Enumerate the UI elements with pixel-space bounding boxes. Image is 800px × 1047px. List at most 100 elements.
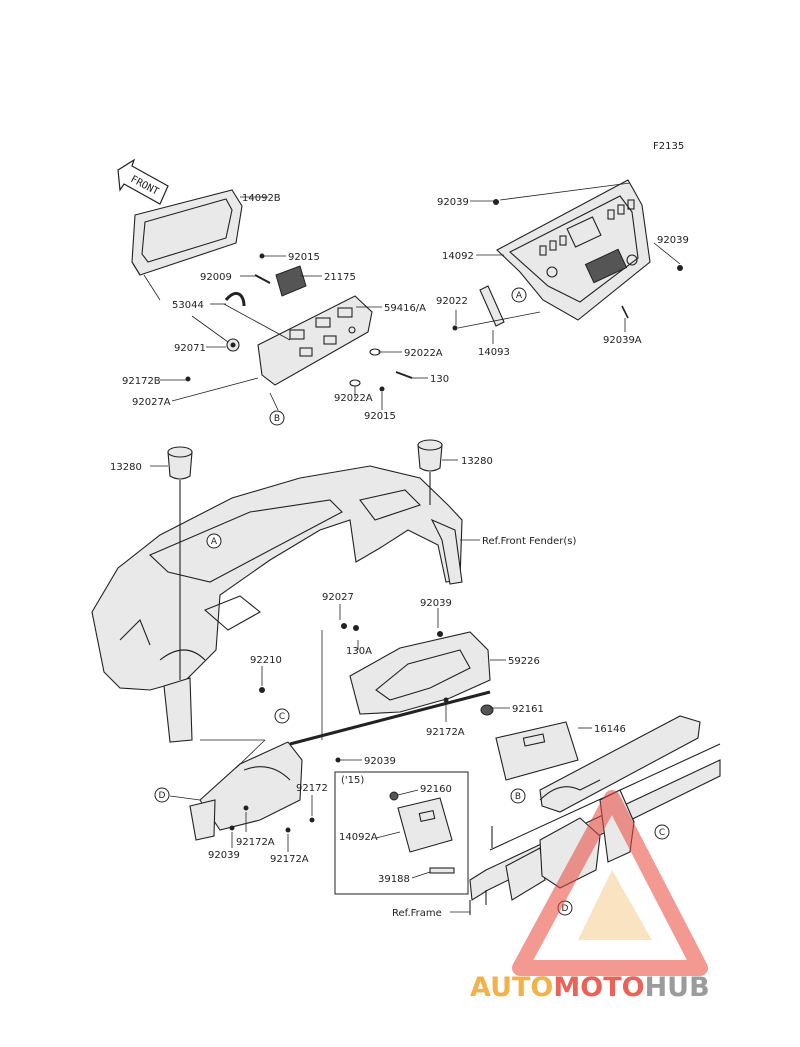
watermark-logo: AUTOMOTOHUB — [470, 790, 710, 1003]
label-92027A: 92027A — [132, 397, 171, 408]
nut-92022-icon — [452, 325, 458, 331]
label-92015: 92015 — [364, 411, 396, 422]
label-92039: 92039 — [657, 235, 689, 246]
lower-panel-c — [189, 741, 303, 841]
callout-a — [511, 287, 527, 303]
triangle-logo-icon — [512, 790, 708, 976]
label-14093: 14093 — [478, 347, 510, 358]
screw-92172A-icon — [243, 805, 249, 811]
screw-92172B-icon — [185, 376, 191, 382]
label-14092A: 14092A — [339, 832, 378, 843]
screw-92015-icon — [259, 253, 265, 259]
label-92022A: 92022A — [404, 348, 443, 359]
label-16146: 16146 — [594, 724, 626, 735]
label-53044: 53044 — [172, 300, 204, 311]
callout-d — [154, 787, 170, 803]
label-92039: 92039 — [364, 756, 396, 767]
bar-lower — [289, 690, 491, 746]
label-14092B: 14092B — [242, 193, 281, 204]
svg-text:D: D — [159, 791, 166, 801]
figure-code: F2135 — [653, 141, 684, 152]
label-92039: 92039 — [420, 598, 452, 609]
label-92027: 92027 — [322, 592, 354, 603]
logo-text-hub: HUB — [645, 972, 710, 1003]
screw-92039-icon — [335, 757, 341, 763]
cover-59226 — [349, 631, 491, 715]
bolt-130-icon — [395, 371, 413, 379]
label-92022A: 92022A — [334, 393, 373, 404]
label-13280: 13280 — [110, 462, 142, 473]
label-130: 130 — [430, 374, 449, 385]
screw-92009-icon — [254, 274, 271, 284]
label-ref-frame: Ref.Frame — [392, 908, 442, 919]
svg-text:D: D — [562, 904, 569, 914]
screw-92039-icon — [677, 265, 683, 271]
label-21175: 21175 — [324, 272, 356, 283]
leaders-upper-left — [143, 196, 428, 411]
trim-14093 — [479, 285, 505, 327]
label-59416: 59416/A — [384, 303, 426, 314]
label-14092: 14092 — [442, 251, 474, 262]
grommet-92161-icon — [480, 704, 494, 716]
instrument-panel-14092 — [496, 179, 651, 321]
bracket-14092B — [131, 189, 243, 276]
callout-a — [206, 533, 222, 549]
screw-130A-icon — [353, 625, 359, 631]
label-92210: 92210 — [250, 655, 282, 666]
label-92172A: 92172A — [236, 837, 275, 848]
screw-92172A-icon — [285, 827, 291, 833]
screw-92172-icon — [309, 817, 315, 823]
label-92172B: 92172B — [122, 376, 161, 387]
label-59226: 59226 — [508, 656, 540, 667]
label-130A: 130A — [346, 646, 372, 657]
label-92039: 92039 — [437, 197, 469, 208]
label-13280: 13280 — [461, 456, 493, 467]
svg-text:A: A — [516, 291, 523, 301]
variant-inset-box: ('15) 92160 14092A 39188 — [334, 771, 469, 895]
label-ref-front-fender: Ref.Front Fender(s) — [482, 536, 577, 547]
callout-b — [510, 788, 526, 804]
label-92071: 92071 — [174, 343, 206, 354]
clip-92210-icon — [259, 687, 265, 693]
front-arrow-icon: FRONT — [117, 158, 169, 205]
label-92039A: 92039A — [603, 335, 642, 346]
label-92172A: 92172A — [426, 727, 465, 738]
leaders-lower — [169, 604, 592, 852]
label-92022: 92022 — [436, 296, 468, 307]
screw-92039-icon — [493, 199, 499, 205]
screw-92172A-icon — [443, 697, 449, 703]
label-92172A: 92172A — [270, 854, 309, 865]
label-92161: 92161 — [512, 704, 544, 715]
svg-text:C: C — [279, 712, 285, 722]
screw-92039-icon — [437, 631, 443, 637]
label-92160: 92160 — [420, 784, 452, 795]
leaders-middle — [150, 459, 480, 541]
cup-holder-13280 — [167, 446, 193, 480]
washer-92022A-icon — [349, 379, 361, 387]
relay-21175 — [275, 265, 307, 297]
label-92172: 92172 — [296, 783, 328, 794]
svg-text:AUTOMOTOHUB: AUTOMOTOHUB — [470, 972, 710, 1003]
dashboard-body — [91, 465, 463, 743]
cup-holder-13280 — [417, 439, 443, 472]
label-92039: 92039 — [208, 850, 240, 861]
screw-92039-icon — [229, 825, 235, 831]
label-92015: 92015 — [288, 252, 320, 263]
label-39188: 39188 — [378, 874, 410, 885]
svg-text:B: B — [515, 792, 521, 802]
lid-16146 — [495, 721, 579, 781]
nut-92015-icon — [379, 386, 385, 392]
screw-92039A-icon — [621, 305, 629, 319]
leaders-upper-right — [455, 182, 681, 344]
hose-53044-icon — [224, 291, 246, 307]
variant-label: ('15) — [341, 775, 364, 786]
label-92009: 92009 — [200, 272, 232, 283]
grommet-92071-icon — [226, 338, 240, 352]
callout-c — [654, 824, 670, 840]
callout-c — [274, 708, 290, 724]
callout-b — [269, 410, 285, 426]
logo-text-moto: MOTO — [553, 972, 644, 1003]
screw-92027-icon — [341, 623, 347, 629]
svg-text:A: A — [211, 537, 218, 547]
